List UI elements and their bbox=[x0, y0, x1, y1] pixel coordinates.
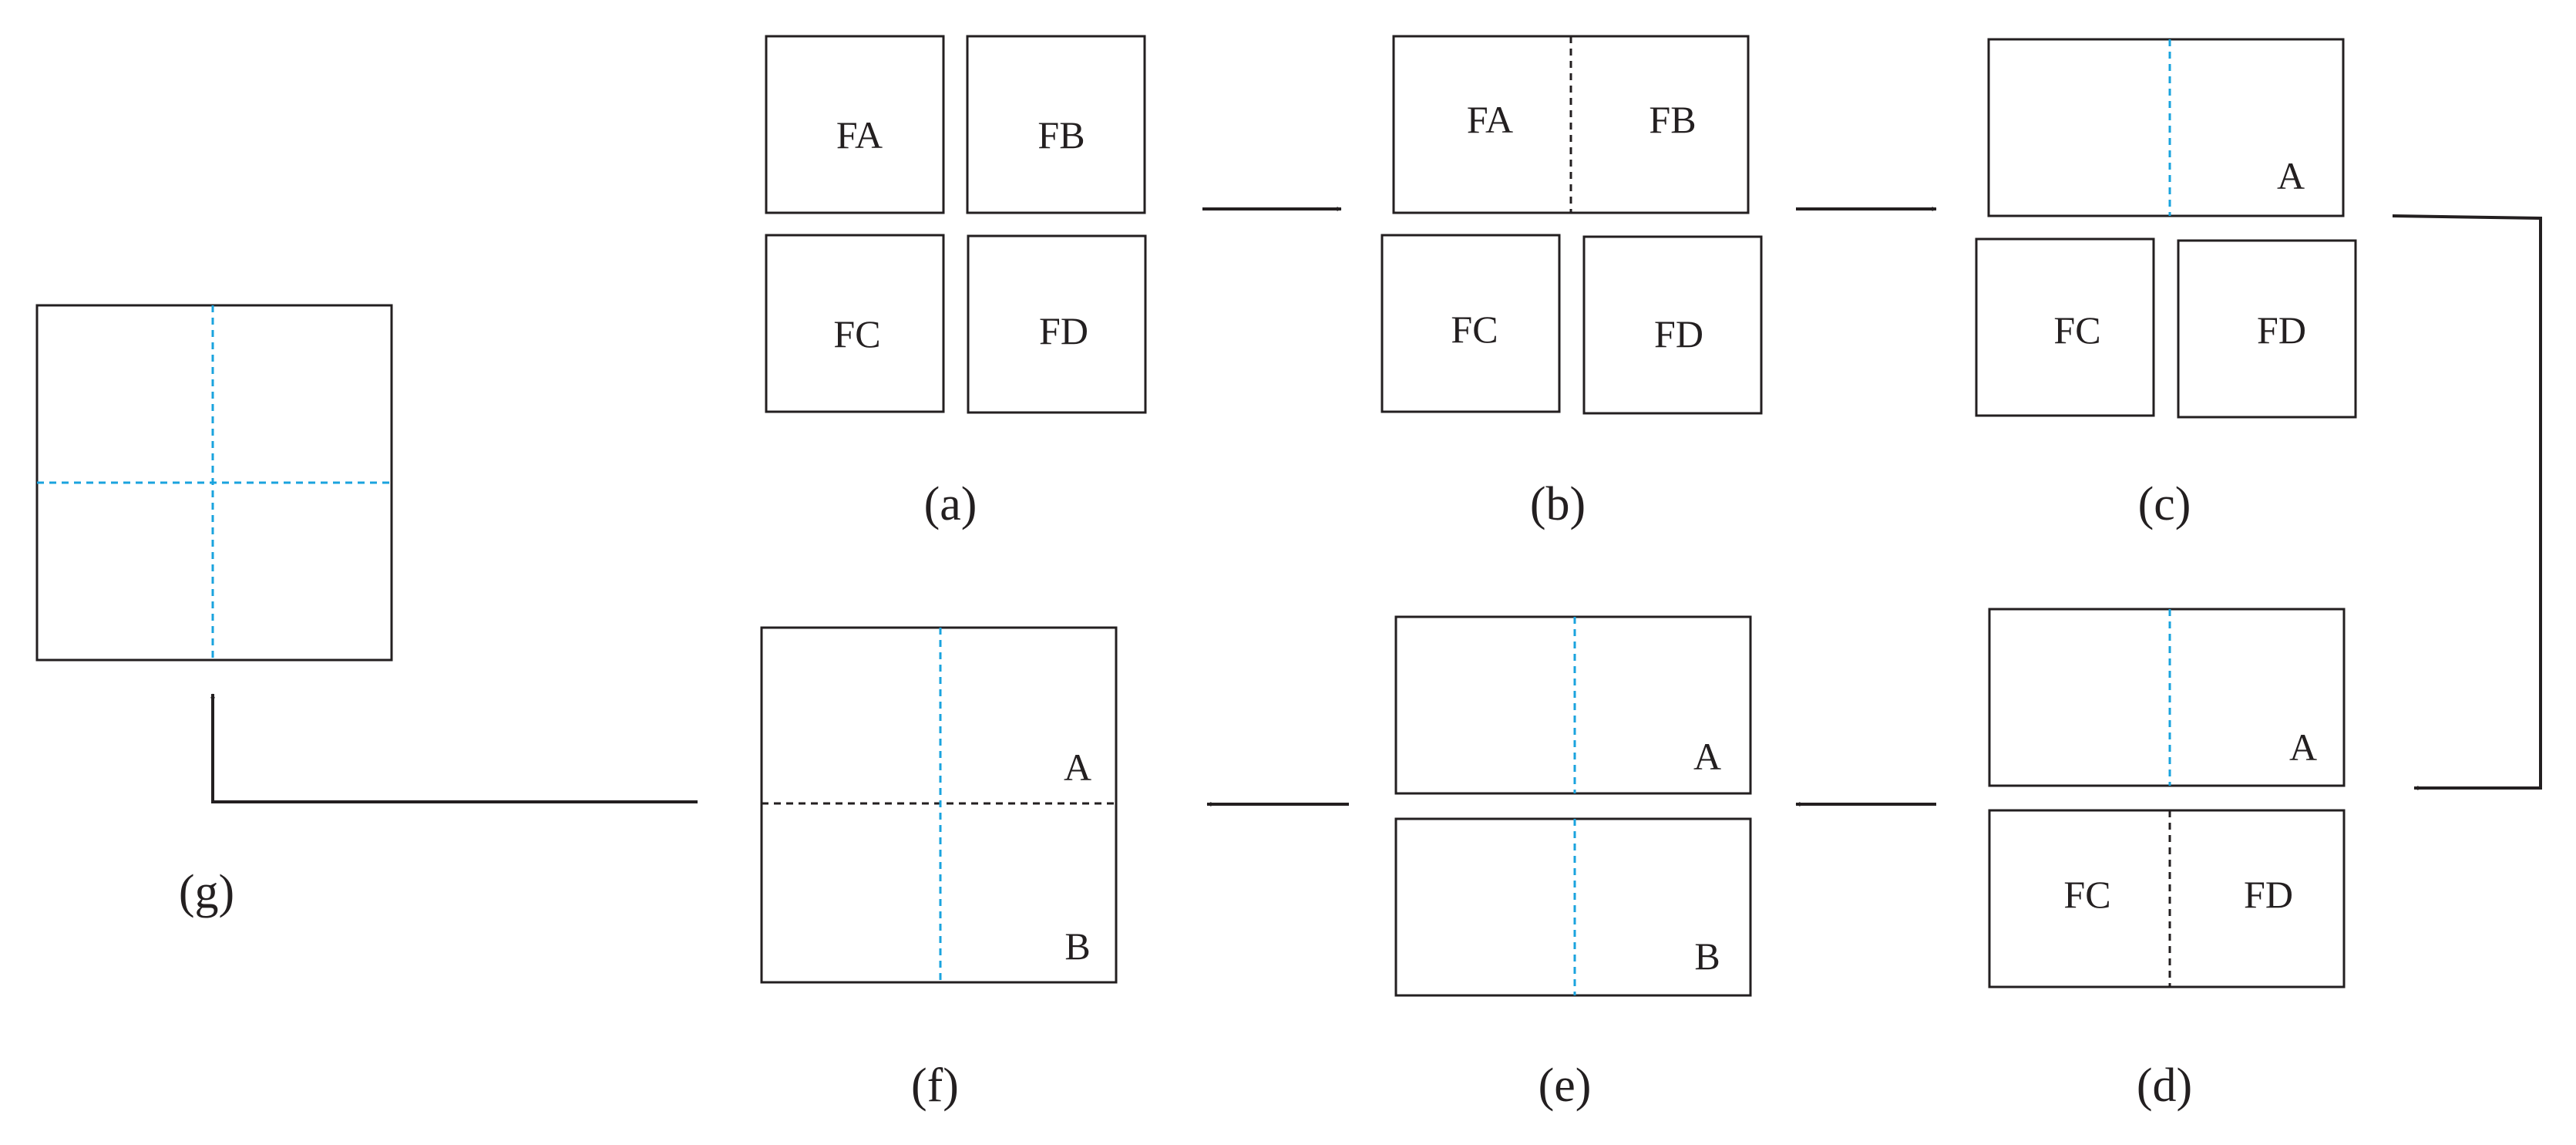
label-fc: FC bbox=[833, 312, 880, 355]
panel-d: A FC FD (d) bbox=[1988, 608, 2346, 1112]
tile-fc bbox=[765, 234, 945, 413]
tile-b bbox=[1394, 817, 1752, 997]
label-fd: FD bbox=[1039, 309, 1088, 352]
merged-tile-a-b bbox=[760, 626, 1118, 984]
arrow-c-to-d bbox=[2392, 214, 2542, 790]
caption-d: (d) bbox=[2137, 1059, 2192, 1112]
label-fb: FB bbox=[1649, 98, 1696, 141]
caption-e: (e) bbox=[1539, 1059, 1592, 1112]
tile-fc bbox=[1975, 237, 2155, 417]
panel-f: A B (f) bbox=[760, 626, 1118, 1112]
label-fa: FA bbox=[1467, 98, 1513, 141]
arrow-f-to-g bbox=[210, 693, 698, 803]
caption-a: (a) bbox=[924, 478, 977, 530]
tile-fc bbox=[1380, 234, 1561, 413]
label-b: B bbox=[1694, 935, 1720, 978]
tile-fd bbox=[1582, 235, 1763, 415]
label-b: B bbox=[1064, 924, 1090, 968]
tile-fd bbox=[2177, 239, 2357, 419]
tile-fb bbox=[966, 35, 1146, 214]
label-fa: FA bbox=[836, 113, 883, 157]
label-fd: FD bbox=[2244, 873, 2293, 916]
label-fb: FB bbox=[1037, 113, 1085, 157]
tile-fd bbox=[967, 234, 1147, 414]
label-a: A bbox=[1693, 735, 1721, 778]
label-a: A bbox=[2277, 154, 2305, 197]
panel-c: A FC FD (c) bbox=[1975, 38, 2357, 530]
panel-b: FA FB FC FD (b) bbox=[1380, 35, 1763, 530]
label-fd: FD bbox=[2257, 308, 2306, 352]
caption-b: (b) bbox=[1530, 478, 1586, 530]
label-fc: FC bbox=[2053, 308, 2100, 352]
panel-g: (g) bbox=[35, 304, 393, 918]
merged-tile-fc-fd bbox=[1988, 809, 2346, 988]
caption-f: (f) bbox=[911, 1059, 959, 1112]
label-a: A bbox=[2289, 726, 2317, 769]
tile-a bbox=[1987, 38, 2345, 217]
label-fc: FC bbox=[2063, 873, 2110, 916]
panel-e: A B (e) bbox=[1394, 615, 1752, 1112]
label-fd: FD bbox=[1654, 312, 1703, 355]
label-fc: FC bbox=[1451, 308, 1498, 351]
tile-a bbox=[1988, 608, 2346, 787]
caption-g: (g) bbox=[179, 866, 234, 918]
tile-fa bbox=[765, 35, 945, 214]
caption-c: (c) bbox=[2138, 478, 2191, 530]
panel-a: FA FB FC FD (a) bbox=[765, 35, 1147, 530]
label-a: A bbox=[1064, 746, 1091, 789]
tile-a bbox=[1394, 615, 1752, 795]
